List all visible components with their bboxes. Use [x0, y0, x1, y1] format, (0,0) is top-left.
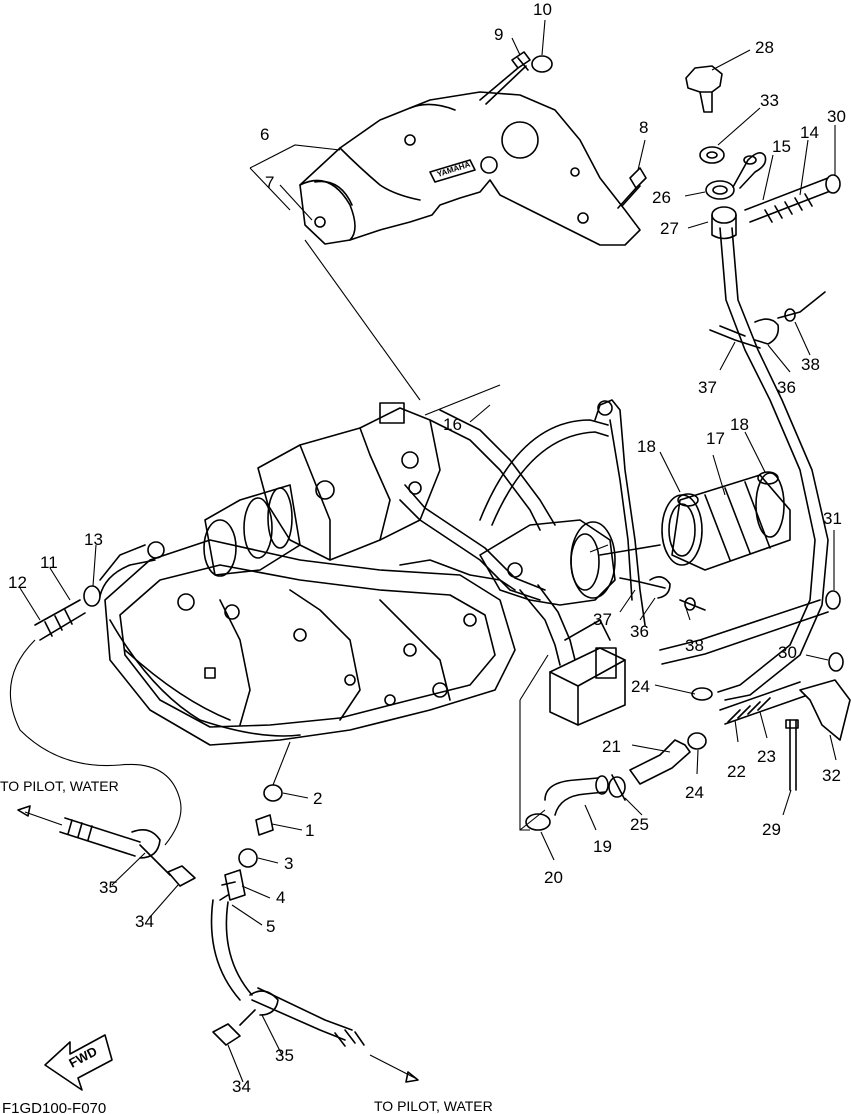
center-fitting-stack [210, 741, 419, 1083]
label-part-24-upper: 24 [631, 677, 650, 696]
water-lock-muffler [479, 399, 661, 726]
label-part-31: 31 [823, 509, 842, 528]
label-part-11: 11 [40, 553, 58, 572]
cover-leader [304, 239, 421, 401]
label-part-2: 2 [313, 789, 322, 808]
part-30-clamp-top [825, 174, 841, 194]
note-to-pilot-bottom: TO PILOT, WATER [374, 1098, 493, 1114]
part-11-hose-left [9, 559, 182, 846]
label-part-25: 25 [630, 815, 649, 834]
label-part-8: 8 [639, 118, 648, 137]
part-8-bolt [617, 167, 647, 209]
part-26-strap [705, 152, 767, 200]
label-part-10: 10 [533, 0, 552, 19]
clamp-group-upper [709, 291, 826, 349]
label-part-6: 6 [260, 125, 269, 144]
label-part-37-upper: 37 [698, 378, 717, 397]
label-part-26: 26 [652, 188, 671, 207]
fwd-arrow: FWD [44, 1034, 113, 1091]
label-part-30-top: 30 [827, 107, 846, 126]
label-part-22: 22 [727, 762, 746, 781]
label-part-18-right: 18 [730, 415, 749, 434]
label-part-35-left: 35 [99, 878, 118, 897]
label-part-17: 17 [706, 429, 725, 448]
clamp-group-lower [619, 576, 706, 611]
part-number-labels: 10 9 6 7 8 28 33 30 14 15 26 27 37 36 38… [8, 0, 846, 1096]
leader-lines [19, 19, 837, 1083]
label-part-37-lower: 37 [593, 610, 612, 629]
label-part-29: 29 [762, 820, 781, 839]
label-part-34-left: 34 [135, 912, 154, 931]
label-part-16: 16 [443, 415, 462, 434]
part-27-fitting [711, 206, 737, 240]
part-6-exhaust-cover: YAMAHA [299, 91, 641, 246]
label-part-27: 27 [660, 219, 679, 238]
label-part-36-lower: 36 [630, 622, 649, 641]
part-18-clamps [677, 471, 779, 507]
label-part-13: 13 [84, 530, 103, 549]
label-part-12: 12 [8, 573, 27, 592]
leader-16-frame [424, 384, 501, 416]
part-28-filler-cap [685, 65, 723, 113]
label-part-1: 1 [305, 821, 314, 840]
label-part-23: 23 [757, 747, 776, 766]
note-to-pilot-left: TO PILOT, WATER [0, 778, 119, 794]
label-part-15: 15 [772, 137, 791, 156]
label-part-24-lower: 24 [685, 783, 704, 802]
label-part-4: 4 [276, 888, 285, 907]
part-10-cap [531, 55, 553, 73]
label-part-30-lower: 30 [778, 643, 797, 662]
label-part-34-bottom: 34 [232, 1077, 251, 1096]
tail-pipe [659, 227, 829, 701]
label-part-18-left: 18 [637, 437, 656, 456]
label-part-35-bottom: 35 [275, 1046, 294, 1065]
part-31-hose [825, 590, 841, 610]
label-part-21: 21 [602, 737, 621, 756]
label-part-9: 9 [494, 25, 503, 44]
pilot-hose-left [17, 805, 196, 887]
water-hose-group [525, 652, 851, 831]
label-part-3: 3 [284, 854, 293, 873]
label-part-32: 32 [822, 766, 841, 785]
label-part-28: 28 [755, 38, 774, 57]
label-part-7: 7 [265, 173, 274, 192]
part-14-hose [744, 177, 834, 223]
label-part-19: 19 [593, 837, 612, 856]
label-part-20: 20 [544, 868, 563, 887]
label-part-38-upper: 38 [801, 355, 820, 374]
engine-assembly [99, 402, 609, 746]
label-part-14: 14 [800, 123, 819, 142]
drawing-code: F1GD100-F070 [2, 1100, 106, 1114]
label-part-33: 33 [760, 91, 779, 110]
part-17-sleeve [661, 472, 791, 571]
label-part-36-upper: 36 [777, 378, 796, 397]
label-part-38-lower: 38 [685, 636, 704, 655]
part-33-washer [699, 146, 725, 164]
label-part-5: 5 [266, 917, 275, 936]
